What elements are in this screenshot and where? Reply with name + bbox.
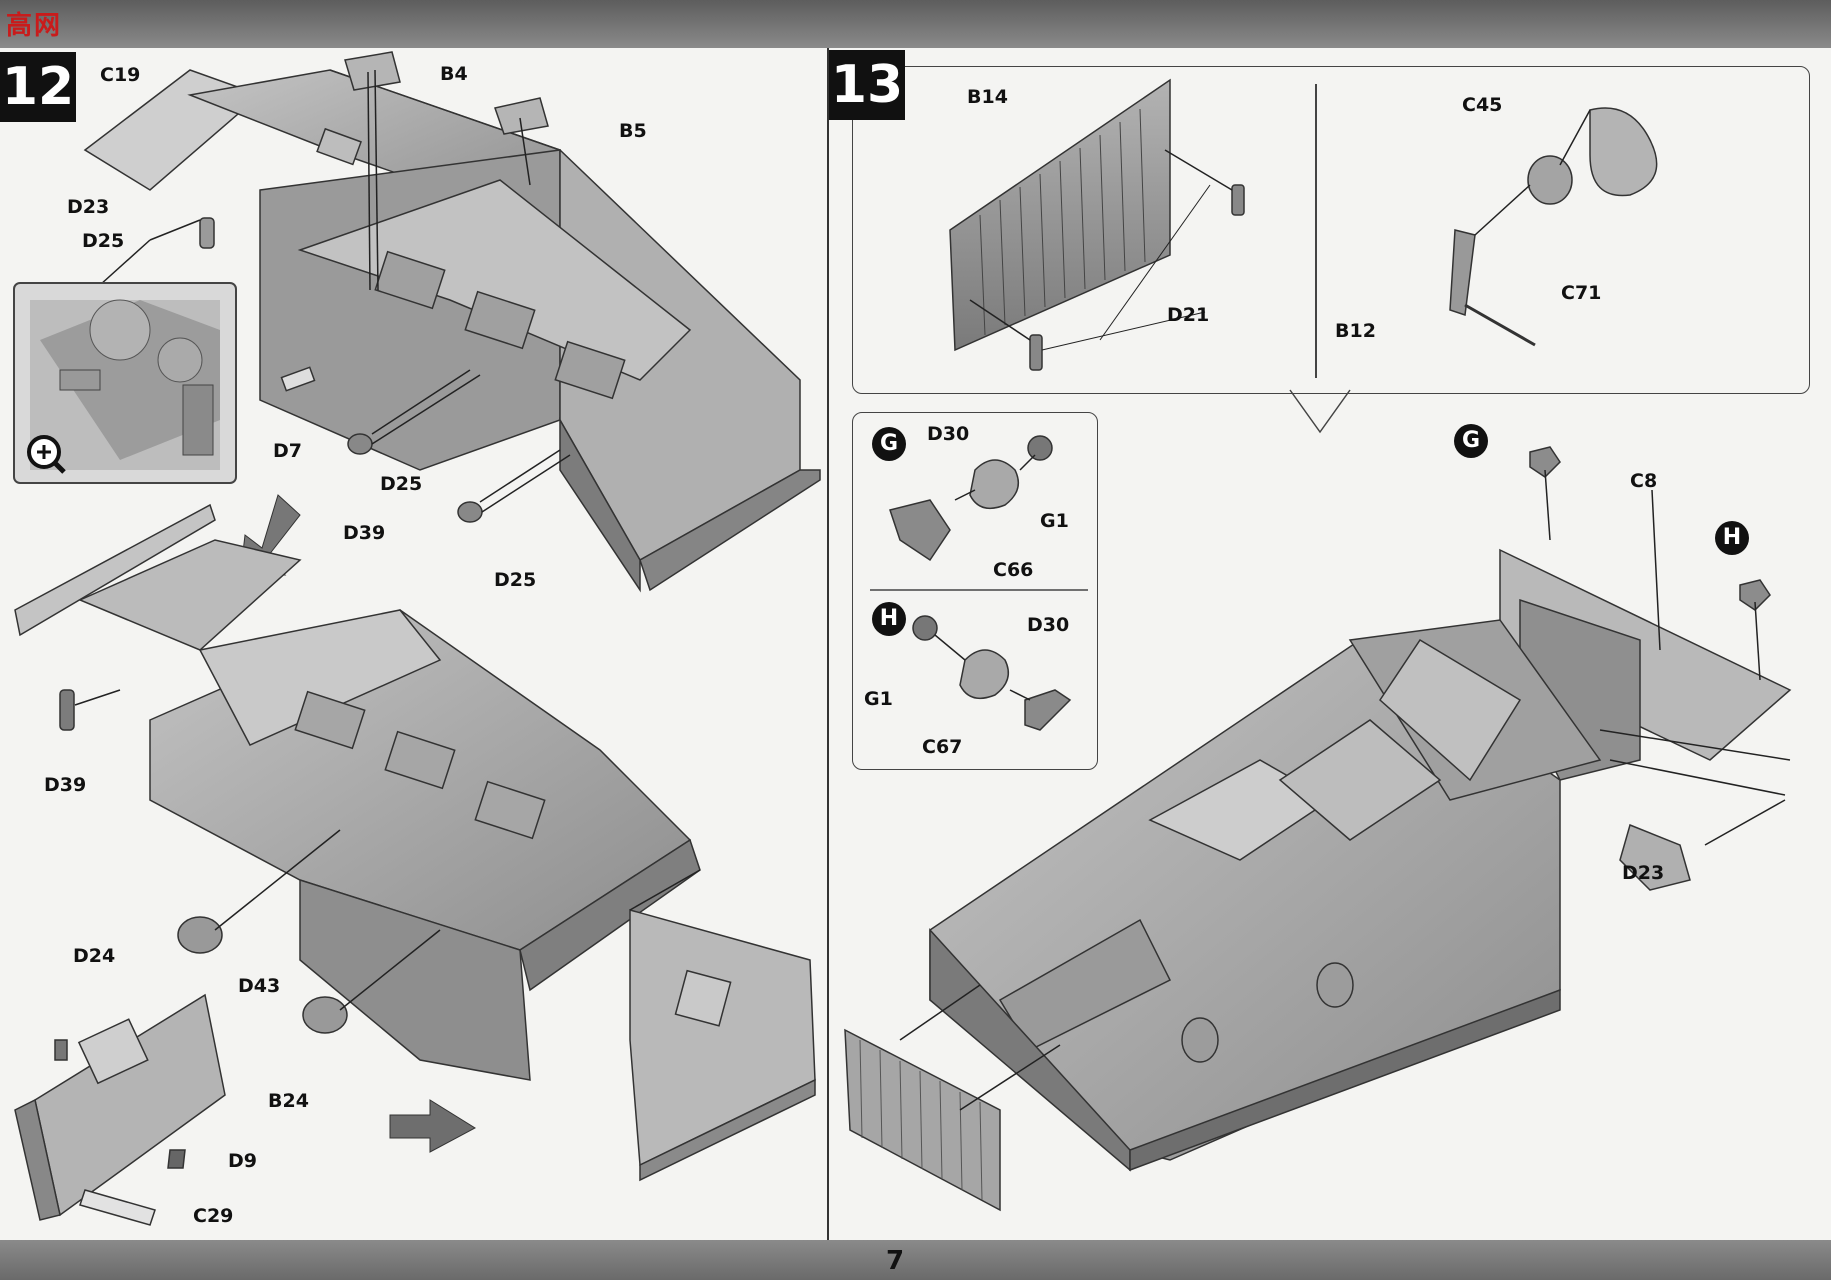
label-d25-mid: D25 bbox=[380, 473, 423, 495]
label-g1-g: G1 bbox=[1040, 510, 1069, 532]
label-g1-h: G1 bbox=[864, 688, 893, 710]
step12-lower-chassis bbox=[14, 503, 816, 1182]
label-d9: D9 bbox=[228, 1150, 257, 1172]
label-b14: B14 bbox=[967, 86, 1008, 108]
step12-tail-panel bbox=[14, 993, 226, 1226]
label-d43: D43 bbox=[238, 975, 281, 997]
scan-top-edge bbox=[0, 0, 1831, 48]
marker-h-hull: H bbox=[1715, 521, 1749, 555]
label-c71: C71 bbox=[1561, 282, 1602, 304]
step13-hull bbox=[929, 548, 1792, 1172]
page-divider bbox=[827, 48, 829, 1240]
step12-stage-arrow-right bbox=[389, 1099, 476, 1153]
label-c19: C19 bbox=[100, 64, 141, 86]
page-number: 7 bbox=[885, 1246, 905, 1276]
step12-lower-parts bbox=[59, 689, 701, 1034]
label-d24: D24 bbox=[73, 945, 116, 967]
label-c66: C66 bbox=[993, 559, 1034, 581]
label-b12: B12 bbox=[1335, 320, 1376, 342]
label-c45: C45 bbox=[1462, 94, 1503, 116]
step13-tail-grille bbox=[844, 984, 1061, 1212]
step13-top-frame-drawing bbox=[949, 78, 1658, 371]
marker-g-inset: G bbox=[872, 427, 906, 461]
frame-pointer bbox=[1289, 389, 1351, 434]
step13-hull-parts bbox=[1529, 446, 1791, 846]
watermark-logo-text: 高网 bbox=[6, 10, 63, 41]
step13-inset-frame bbox=[852, 412, 1098, 770]
step13-inset-drawings bbox=[870, 435, 1088, 731]
label-b5: B5 bbox=[619, 120, 647, 142]
label-c29: C29 bbox=[193, 1205, 234, 1227]
label-d7: D7 bbox=[273, 440, 302, 462]
step-12-number: 12 bbox=[0, 52, 76, 122]
step-13-number: 13 bbox=[829, 50, 905, 120]
label-d30-g: D30 bbox=[927, 423, 970, 445]
marker-g-hull: G bbox=[1454, 424, 1488, 458]
label-d25-low: D25 bbox=[494, 569, 537, 591]
label-d23: D23 bbox=[67, 196, 110, 218]
label-b24: B24 bbox=[268, 1090, 309, 1112]
label-b4: B4 bbox=[440, 63, 468, 85]
watermark-logo: 高网 bbox=[6, 6, 63, 41]
marker-h-inset: H bbox=[872, 602, 906, 636]
label-c8: C8 bbox=[1630, 470, 1658, 492]
label-c67: C67 bbox=[922, 736, 963, 758]
label-d23-hull: D23 bbox=[1622, 862, 1665, 884]
label-d39: D39 bbox=[343, 522, 386, 544]
step12-upper-parts bbox=[99, 51, 571, 523]
label-d39-lower: D39 bbox=[44, 774, 87, 796]
label-d30-h: D30 bbox=[1027, 614, 1070, 636]
label-d21: D21 bbox=[1167, 304, 1210, 326]
label-d25-top: D25 bbox=[82, 230, 125, 252]
zoom-detail-box bbox=[13, 282, 237, 484]
scan-bottom-edge bbox=[0, 1240, 1831, 1280]
step12-upper-chassis bbox=[83, 69, 821, 593]
step13-detail-frame bbox=[852, 66, 1810, 394]
step13-frame-separator bbox=[1315, 84, 1317, 378]
zoom-in-icon bbox=[27, 435, 66, 474]
